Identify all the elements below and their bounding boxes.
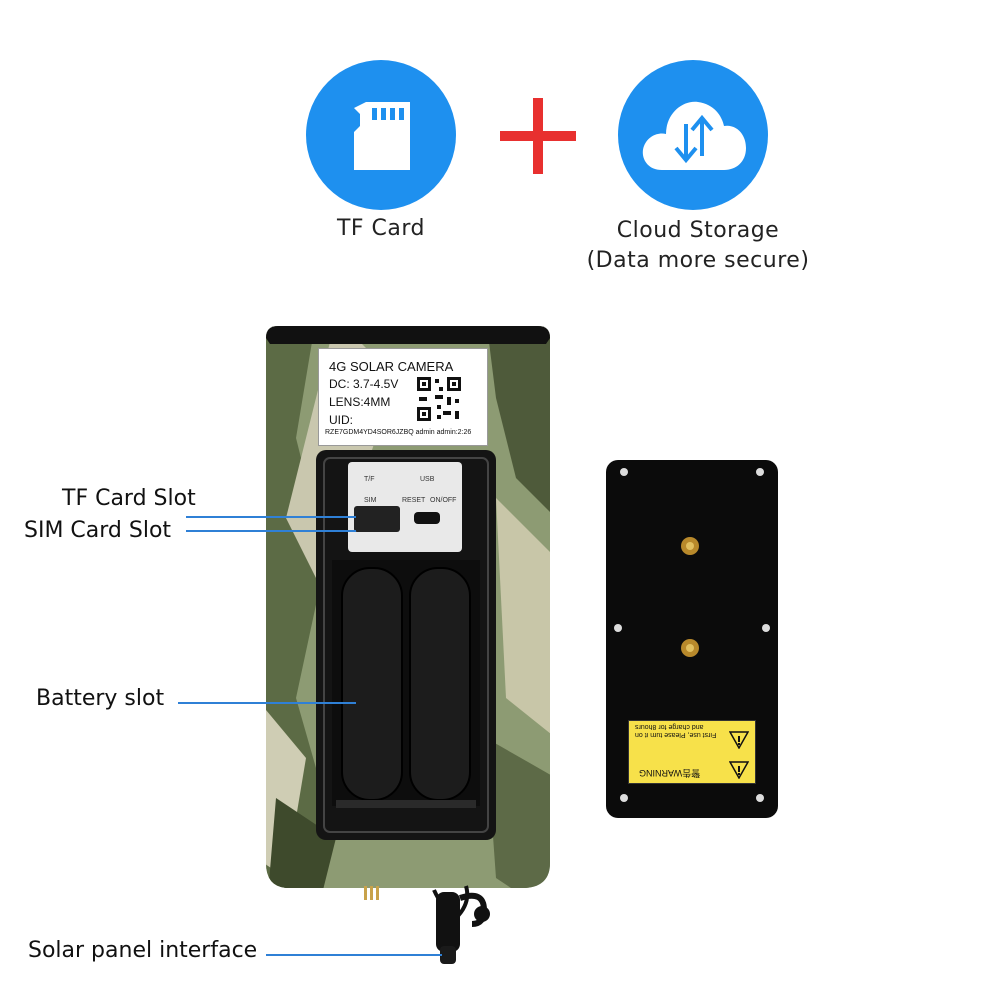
label-lens: LENS:4MM <box>329 395 391 409</box>
slot-label-reset: RESET <box>402 497 426 504</box>
warning-triangle-icon-2 <box>729 761 749 779</box>
callout-line-solar <box>266 954 442 956</box>
tf-card-badge <box>306 60 456 210</box>
tf-card-caption: TF Card <box>336 216 426 241</box>
cloud-storage-caption: Cloud Storage (Data more secure) <box>580 216 816 276</box>
slot-label-onoff: ON/OFF <box>430 497 457 504</box>
slot-label-sim: SIM <box>364 497 377 504</box>
warning-line2: and charge for 8hours <box>635 723 704 730</box>
warning-sticker: 警告WARNING First use, Please turn it on a… <box>628 720 756 784</box>
cloud-caption-line2: (Data more secure) <box>586 248 810 273</box>
warning-title: 警告WARNING <box>639 768 701 778</box>
cloud-sync-icon <box>642 101 746 170</box>
callout-sim-card-slot: SIM Card Slot <box>24 518 172 543</box>
label-uid-value: RZE7GDM4YD4SOR6JZBQ admin admin:2:26 <box>325 429 472 436</box>
cloud-caption-line1: Cloud Storage <box>616 218 780 243</box>
callout-line-battery <box>178 702 356 704</box>
qr-code-icon <box>415 375 463 423</box>
callout-line-tf <box>186 516 356 518</box>
label-dc: DC: 3.7-4.5V <box>329 377 399 391</box>
label-uid: UID: <box>329 413 353 427</box>
warning-line1: First use, Please turn it on <box>635 731 717 738</box>
camera-spec-label: 4G SOLAR CAMERA DC: 3.7-4.5V LENS:4MM UI… <box>318 348 488 446</box>
slot-label-usb: USB <box>420 476 435 483</box>
warning-triangle-icon <box>729 731 749 749</box>
callout-solar-panel-interface: Solar panel interface <box>28 938 258 963</box>
callout-tf-card-slot: TF Card Slot <box>62 486 196 511</box>
battery-compartment <box>316 450 496 840</box>
callout-line-sim <box>186 530 356 532</box>
slot-label-tf: T/F <box>364 476 375 483</box>
cloud-storage-badge <box>618 60 768 210</box>
sd-card-icon <box>354 102 410 170</box>
label-model: 4G SOLAR CAMERA <box>329 359 454 374</box>
solar-plug <box>436 892 490 964</box>
plus-icon <box>500 98 576 174</box>
callout-battery-slot: Battery slot <box>36 686 165 711</box>
